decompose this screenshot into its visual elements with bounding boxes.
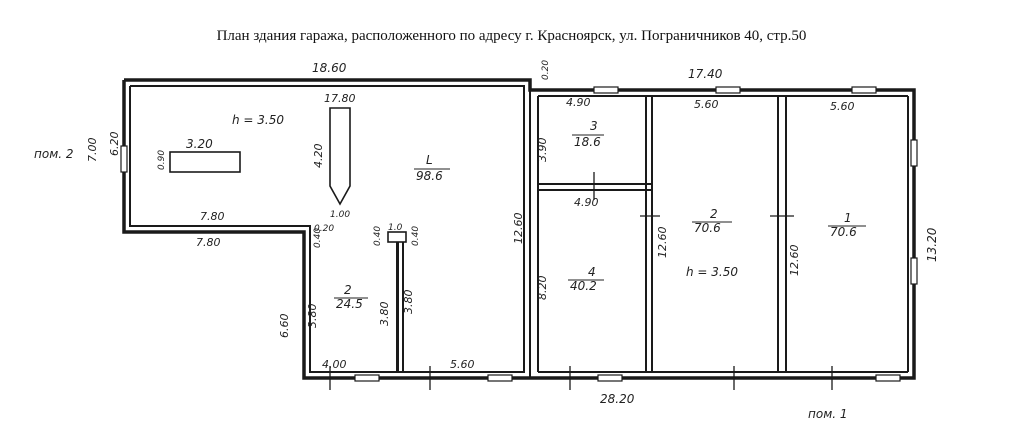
dim-ledge-d: 0.40 xyxy=(411,226,421,246)
small-room-dim-bottom: 4.00 xyxy=(322,358,347,371)
small-room-number: 2 xyxy=(344,283,352,297)
room-1-area: 70.6 xyxy=(830,225,857,239)
window-right-2 xyxy=(910,257,918,285)
pom-left-label: пом. 2 xyxy=(34,147,74,161)
window-top-3 xyxy=(851,86,877,94)
small-room-dim-left: 3.80 xyxy=(306,304,319,329)
height-right: h = 3.50 xyxy=(686,265,738,279)
small-room-area: 24.5 xyxy=(336,297,363,311)
dim-top-right: 17.40 xyxy=(688,67,723,81)
dim-left-height: 7.00 xyxy=(86,138,99,163)
room-1-dim-height: 12.60 xyxy=(788,245,801,277)
height-left: h = 3.50 xyxy=(232,113,284,127)
room-3-dim-top: 4.90 xyxy=(566,96,591,109)
room-4-number: 4 xyxy=(588,265,596,279)
outer-wall xyxy=(122,78,916,380)
column xyxy=(387,231,407,243)
dim-right-height: 13.20 xyxy=(925,227,939,262)
room-1-number: 1 xyxy=(844,211,852,225)
pit-small-side: 0.90 xyxy=(157,150,167,170)
window-top-1 xyxy=(593,86,619,94)
pit-large-side: 4.20 xyxy=(312,144,325,169)
pit-large-bottom: 1.00 xyxy=(330,210,350,220)
dim-lower-left: 6.60 xyxy=(278,314,291,339)
inner-wall-line-left xyxy=(129,86,398,373)
window-right-1 xyxy=(910,139,918,167)
room-2-area: 70.6 xyxy=(694,221,721,235)
room-2-dim-height: 12.60 xyxy=(656,227,669,259)
room-2-number: 2 xyxy=(710,207,718,221)
dim-ledge-b: 0.40 xyxy=(313,228,323,248)
window-bottom-4 xyxy=(875,374,901,382)
pit-small-label: 3.20 xyxy=(186,137,213,151)
window-bottom-2 xyxy=(487,374,513,382)
window-left xyxy=(120,145,128,173)
small-room-dim-right-2: 3.80 xyxy=(402,290,415,315)
small-room-dim-right: 3.80 xyxy=(378,302,391,327)
room-L-number: L xyxy=(426,153,433,167)
window-bottom-1 xyxy=(354,374,380,382)
dim-gap-top: 0.20 xyxy=(541,60,551,80)
pit-large xyxy=(329,107,351,206)
room-4-area: 40.2 xyxy=(570,279,597,293)
dim-top-left: 18.60 xyxy=(312,61,347,75)
dim-left-inner: 6.20 xyxy=(108,132,121,157)
small-room-dim-bottom-2: 5.60 xyxy=(450,358,475,371)
dim-step-upper: 7.80 xyxy=(200,210,225,223)
room-3-area: 18.6 xyxy=(574,135,601,149)
room-4-dim-top: 4.90 xyxy=(574,196,599,209)
pom-bottom-label: пом. 1 xyxy=(808,407,848,421)
dim-ledge-c: 0.40 xyxy=(373,226,383,246)
room-2-dim-top: 5.60 xyxy=(694,98,719,111)
pit-small xyxy=(169,151,241,173)
room-4-dim-height: 8.20 xyxy=(536,276,549,301)
room-3-dim-height: 3.90 xyxy=(536,138,549,163)
window-bottom-3 xyxy=(597,374,623,382)
dim-bottom: 28.20 xyxy=(600,392,635,406)
room-3-number: 3 xyxy=(590,119,598,133)
column-label: 1.0 xyxy=(388,223,403,233)
plan-title: План здания гаража, расположенного по ад… xyxy=(216,28,807,44)
dim-step-lower: 7.80 xyxy=(196,236,221,249)
room-L-area: 98.6 xyxy=(416,169,443,183)
room-L-dim-height: 12.60 xyxy=(512,213,525,245)
pit-large-label: 17.80 xyxy=(324,92,356,105)
dim-ledge-a: 0.20 xyxy=(314,224,334,234)
room-1-dim-top: 5.60 xyxy=(830,100,855,113)
window-top-2 xyxy=(715,86,741,94)
